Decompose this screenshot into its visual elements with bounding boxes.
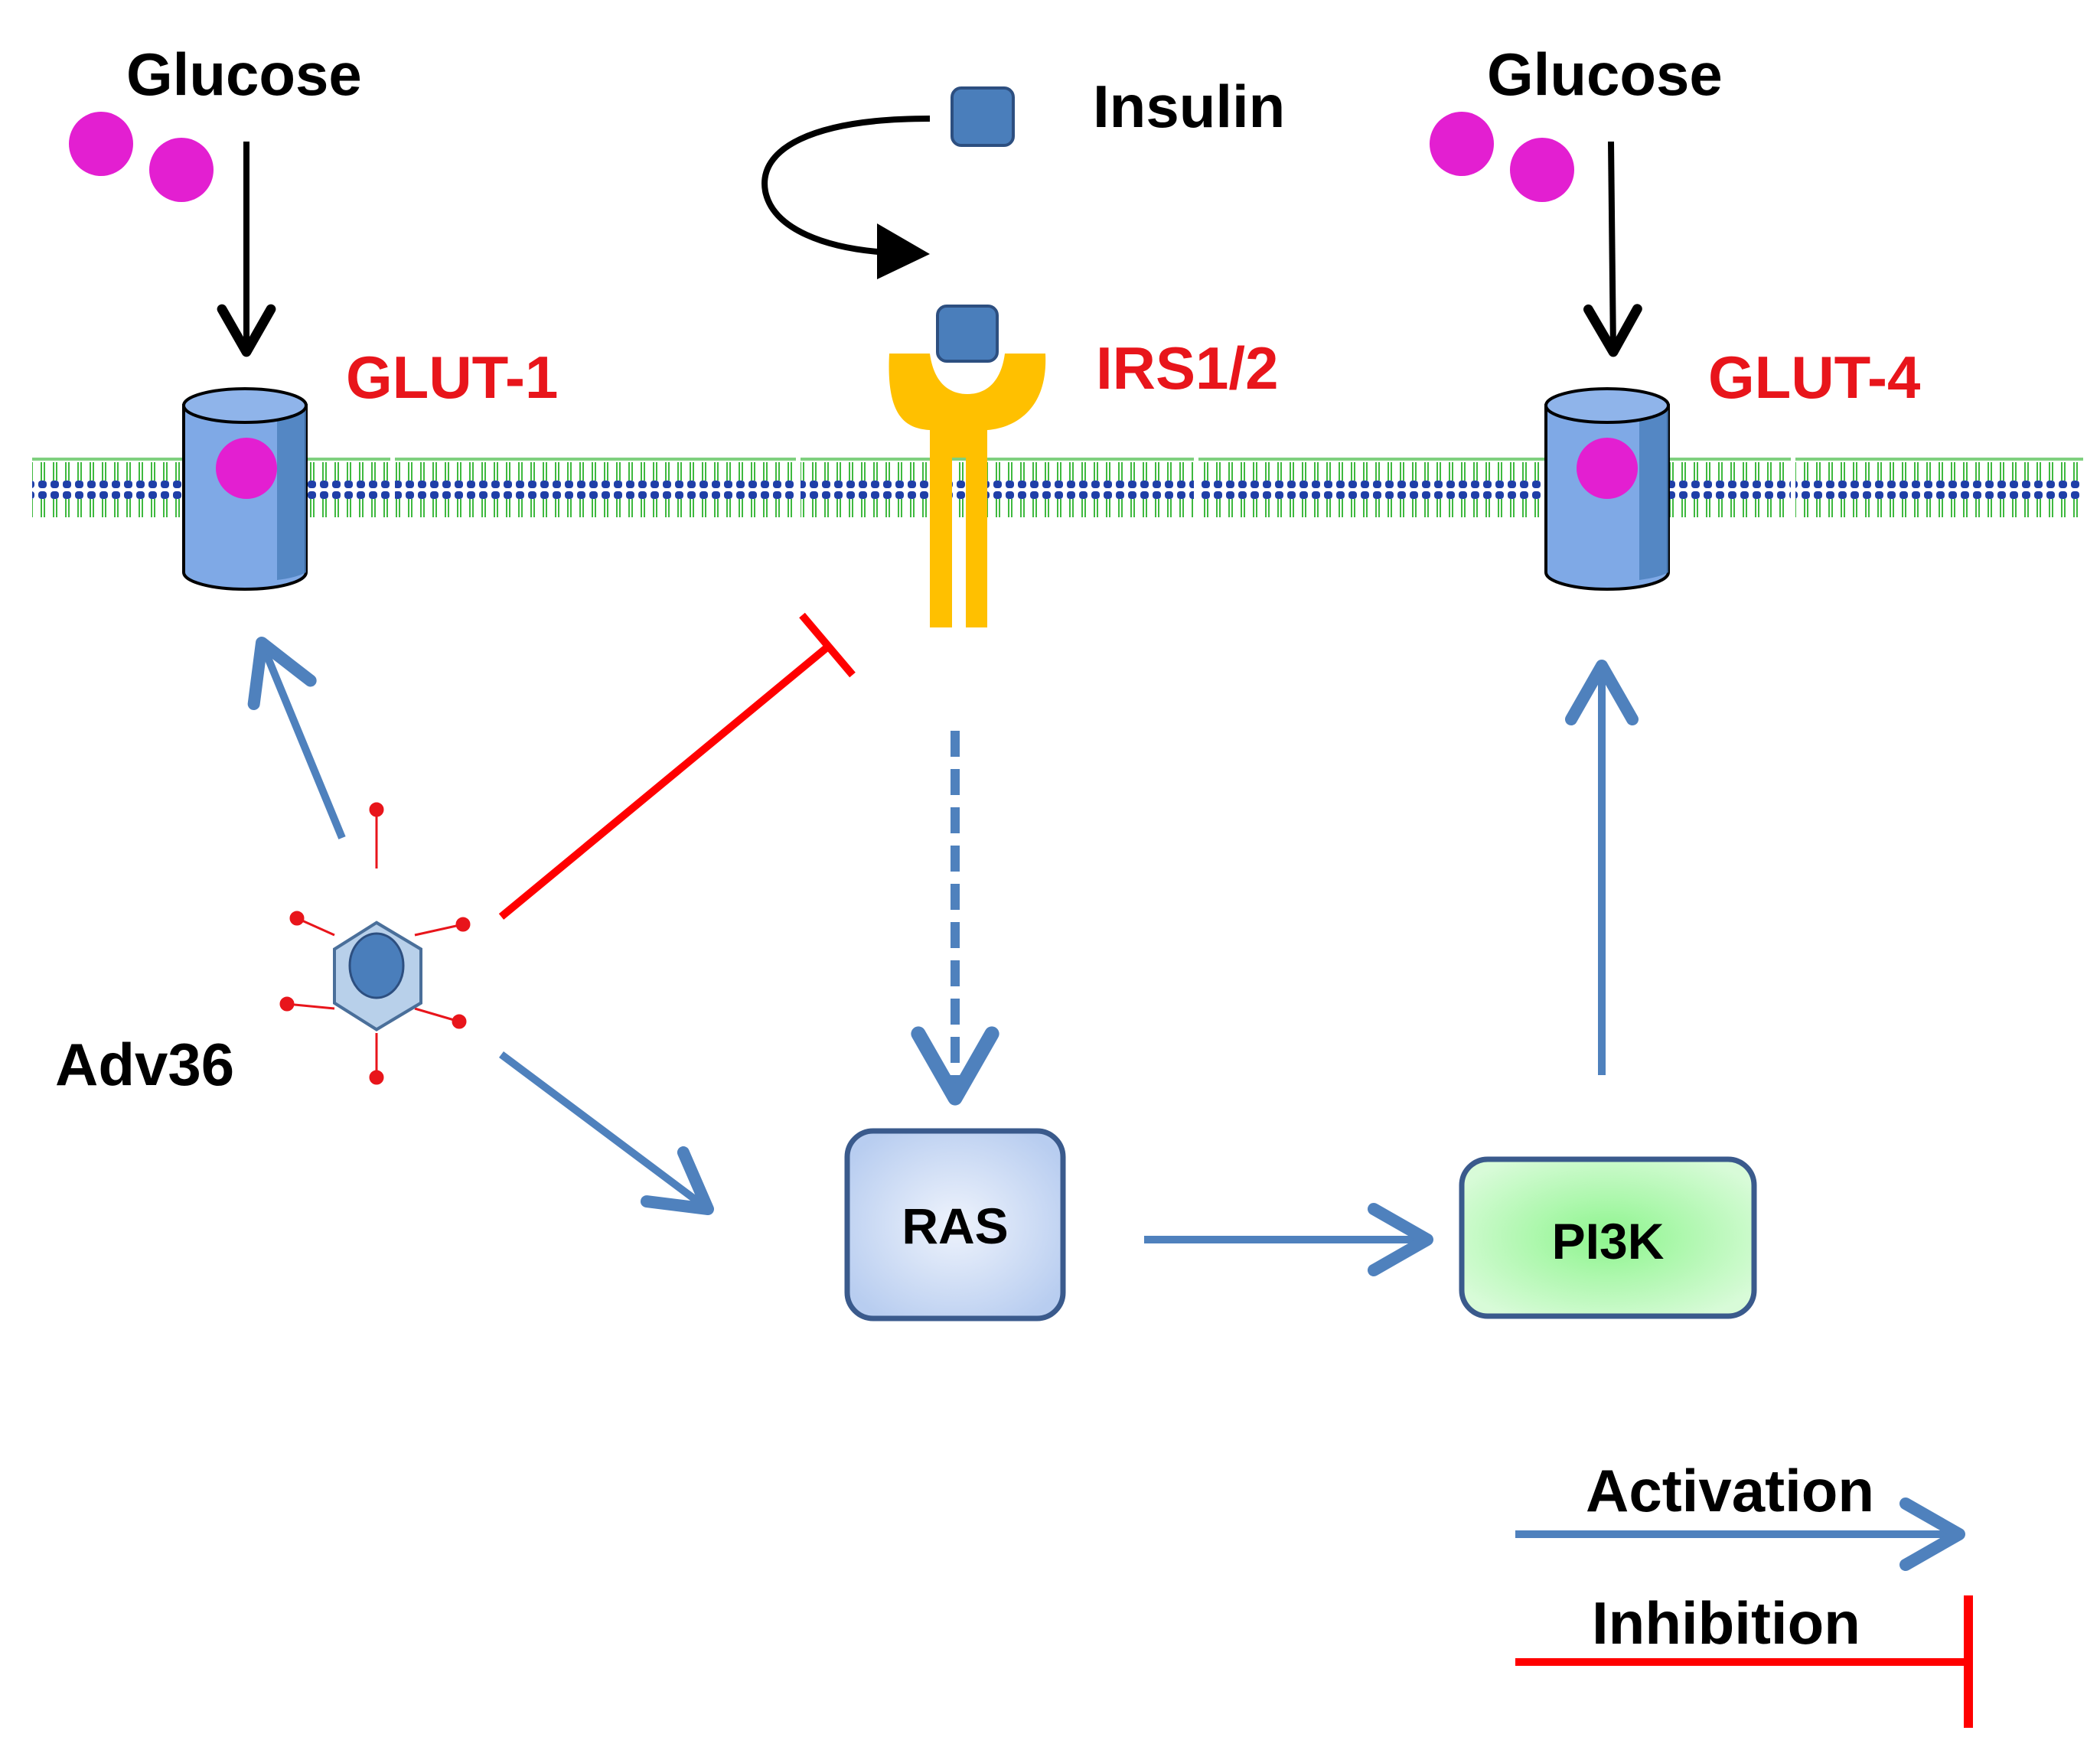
glucose-right-label: Glucose [1487,41,1723,108]
ras-label: RAS [902,1198,1008,1254]
adv36-label: Adv36 [55,1031,234,1098]
pi3k-label: PI3K [1552,1213,1665,1269]
irs-label: IRS1/2 [1096,334,1278,402]
cell-membrane [32,458,2083,519]
legend-inhibition-symbol [1515,1595,1973,1728]
adv36-irs-inhibition [498,612,856,920]
insulin-molecule [951,86,1015,147]
irs-receptor [889,305,1046,627]
insulin-binding-arrow [761,116,931,256]
adv36-virus-icon [279,802,471,1085]
legend-activation-label: Activation [1586,1457,1874,1524]
ras-box [844,1128,1066,1321]
legend: Activation Inhibition [1515,1457,1973,1728]
pi3k-box [1459,1156,1757,1319]
adv36-virus-core [348,932,405,999]
adv36-to-ras-activation-arrow [499,1051,714,1215]
insulin-label: Insulin [1093,73,1285,140]
adv36-to-glut1-activation-arrow [247,637,346,839]
legend-inhibition-label: Inhibition [1592,1589,1860,1657]
glut1-label: GLUT-1 [346,344,558,411]
glucose-left-label: Glucose [126,41,362,108]
glut4-transporter [1544,387,1670,591]
glucose-to-glut4-arrow [1583,141,1642,357]
glucose-molecules-right [1430,112,1574,202]
glut1-transporter [182,387,308,591]
glut4-label: GLUT-4 [1708,344,1920,411]
glucose-molecules-left [69,112,214,202]
insulin-binding-arrowhead [877,223,930,279]
